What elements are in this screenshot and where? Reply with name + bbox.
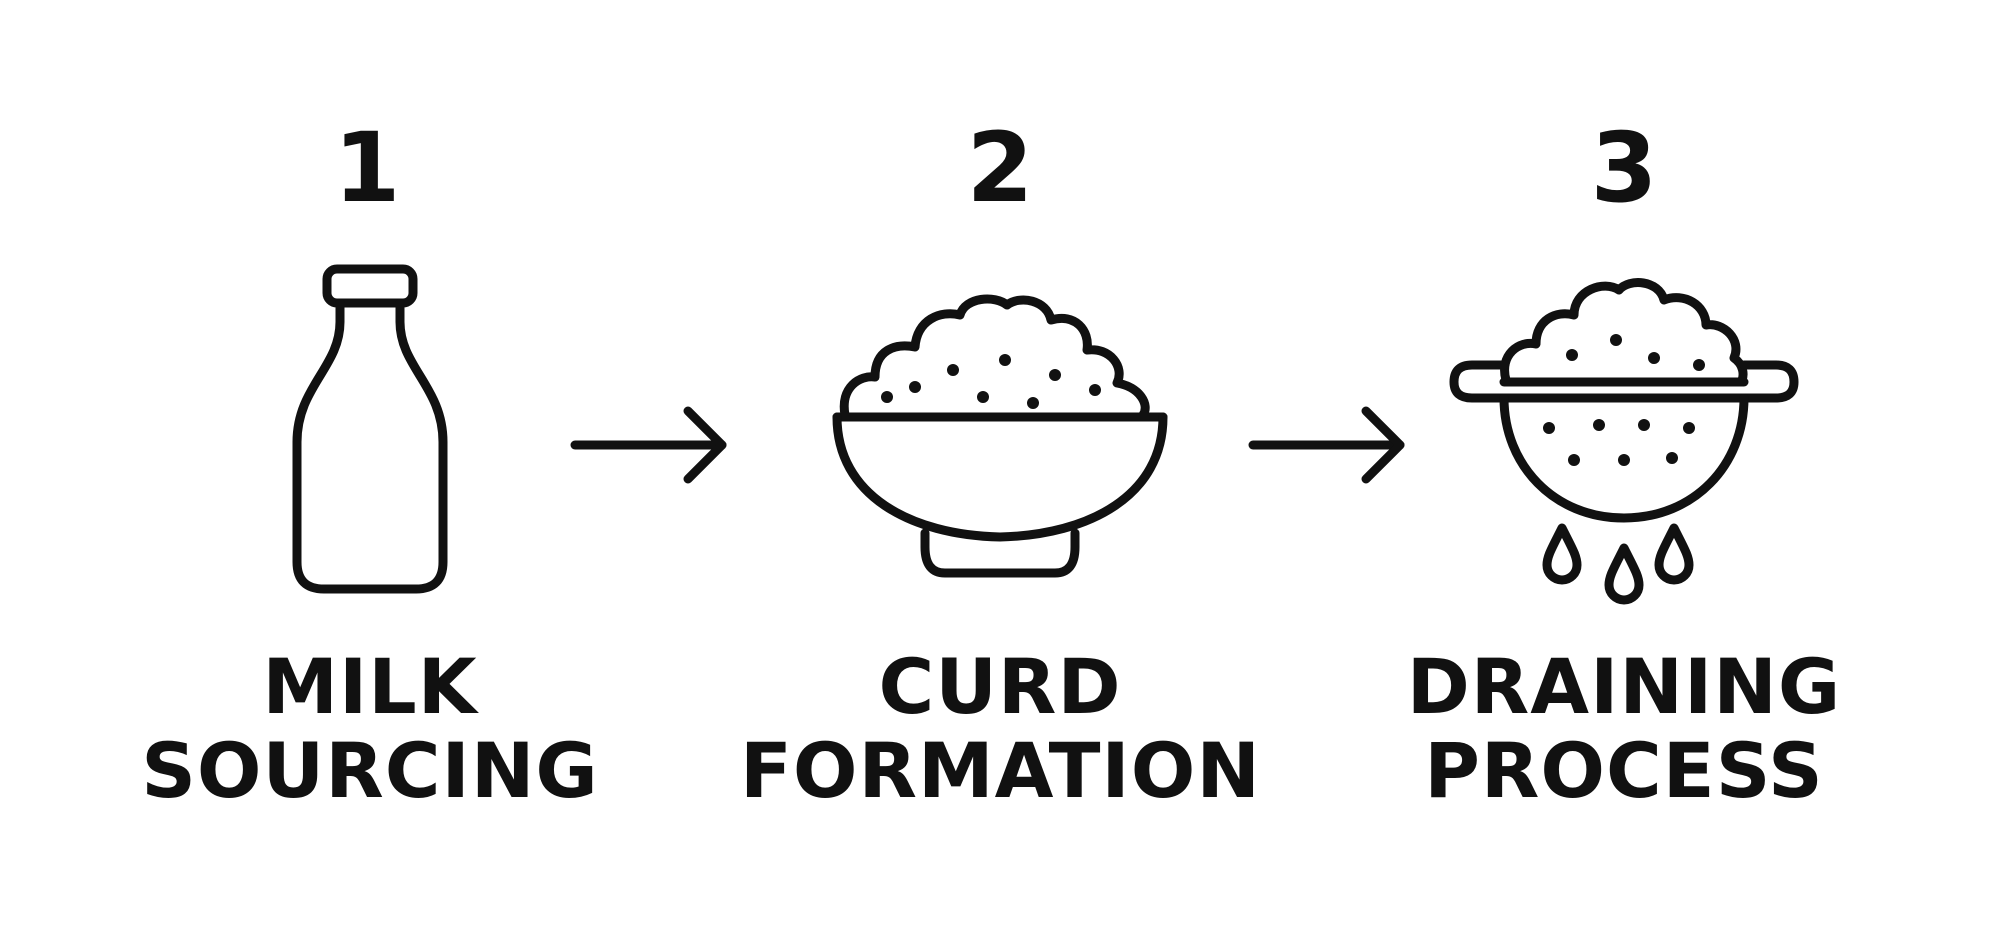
step-3-label-line2: PROCESS xyxy=(1424,726,1824,815)
step-2-label-line2: FORMATION xyxy=(740,726,1261,815)
colander-icon xyxy=(1449,278,1799,605)
step-2-label: CURD FORMATION xyxy=(740,645,1260,813)
arrow-right-icon xyxy=(570,406,727,484)
step-3-number: 3 xyxy=(1590,112,1658,224)
step-2-label-line1: CURD xyxy=(878,642,1122,731)
step-1-label-line1: MILK xyxy=(262,642,478,731)
milk-bottle-icon xyxy=(292,264,448,594)
step-1-number: 1 xyxy=(333,112,401,224)
curd-bowl-icon xyxy=(832,294,1168,578)
step-1-label: MILK SOURCING xyxy=(110,645,630,813)
step-2-number: 2 xyxy=(966,112,1034,224)
step-1-label-line2: SOURCING xyxy=(141,726,599,815)
arrow-right-icon xyxy=(1248,406,1405,484)
step-3-label-line1: DRAINING xyxy=(1406,642,1842,731)
step-3-label: DRAINING PROCESS xyxy=(1364,645,1884,813)
